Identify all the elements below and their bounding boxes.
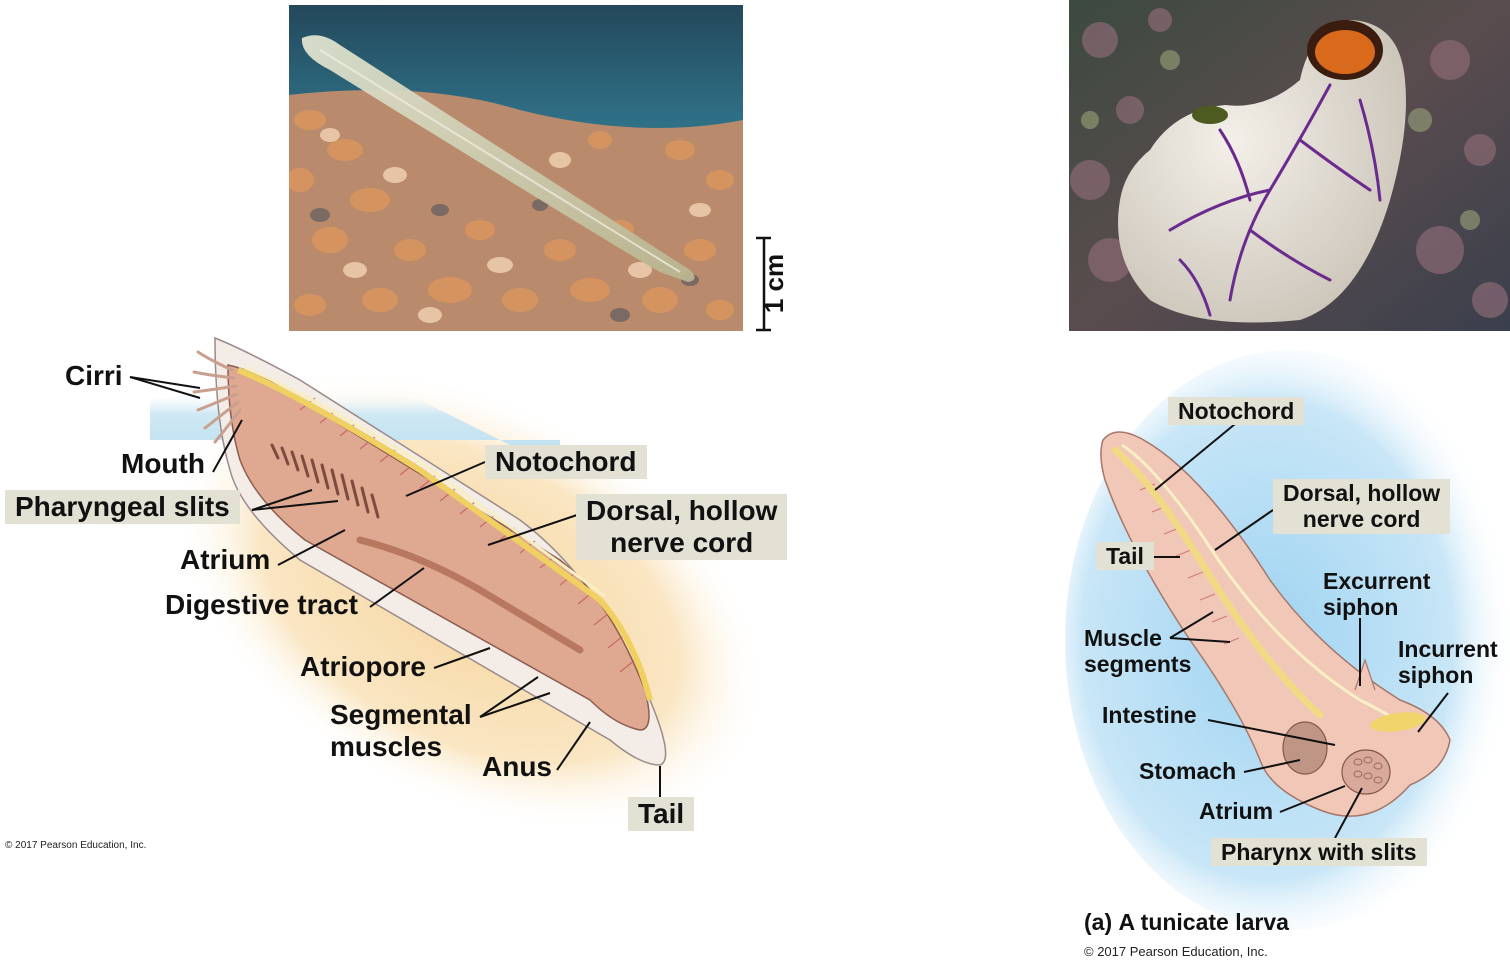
caption-text: A tunicate larva [1118, 909, 1289, 935]
larva-label-stomach: Stomach [1139, 758, 1237, 784]
larva-label-tail: Tail [1096, 542, 1154, 571]
larva-label-incurrent-line2: siphon [1398, 662, 1474, 689]
label-segmental-muscles: Segmental muscles [330, 699, 472, 763]
larva-label-muscle-segments: Muscle segments [1084, 625, 1191, 678]
label-notochord: Notochord [485, 445, 647, 480]
larva-label-muscle-line1: Muscle [1084, 625, 1162, 651]
larva-label-intestine: Intestine [1102, 702, 1197, 728]
larva-label-excurrent-line1: Excurrent [1323, 568, 1431, 594]
larva-label-nerve-cord: Dorsal, hollow nerve cord [1273, 479, 1451, 534]
label-nerve-cord-line1: Dorsal, hollow [586, 495, 778, 526]
larva-label-muscle-line2: segments [1084, 651, 1192, 678]
tunicate-photo [1069, 0, 1510, 331]
larva-label-incurrent-line1: Incurrent [1398, 636, 1498, 662]
figure-caption: (a) A tunicate larva [1084, 909, 1289, 936]
larva-label-pharynx: Pharynx with slits [1211, 838, 1427, 867]
larva-label-excurrent-line2: siphon [1323, 594, 1399, 621]
larva-label-atrium: Atrium [1199, 798, 1274, 824]
larva-label-nerve-cord-line1: Dorsal, hollow [1283, 480, 1441, 506]
label-atriopore: Atriopore [300, 651, 426, 682]
larva-label-excurrent-siphon: Excurrent siphon [1323, 568, 1430, 621]
larva-label-notochord: Notochord [1168, 397, 1305, 426]
caption-letter: (a) [1084, 909, 1113, 935]
label-mouth: Mouth [121, 448, 205, 479]
label-pharyngeal-slits: Pharyngeal slits [5, 490, 240, 525]
label-tail: Tail [628, 797, 695, 832]
label-nerve-cord: Dorsal, hollow nerve cord [576, 494, 788, 561]
label-segmental-muscles-line2: muscles [330, 731, 443, 763]
label-segmental-muscles-line1: Segmental [330, 699, 472, 730]
label-digestive-tract: Digestive tract [165, 589, 358, 620]
label-anus: Anus [482, 751, 552, 782]
scale-bar [756, 236, 771, 332]
lancelet-photo [289, 5, 743, 331]
label-cirri: Cirri [65, 360, 123, 391]
copyright-tunicate: © 2017 Pearson Education, Inc. [1084, 944, 1268, 959]
lancelet-diagram [129, 336, 768, 832]
larva-label-nerve-cord-line2: nerve cord [1302, 506, 1421, 533]
copyright-lancelet: © 2017 Pearson Education, Inc. [5, 840, 147, 851]
larva-label-incurrent-siphon: Incurrent siphon [1398, 636, 1498, 689]
label-nerve-cord-line2: nerve cord [610, 527, 754, 559]
scale-bar-label: 1 cm [759, 253, 790, 314]
label-atrium: Atrium [180, 544, 271, 575]
